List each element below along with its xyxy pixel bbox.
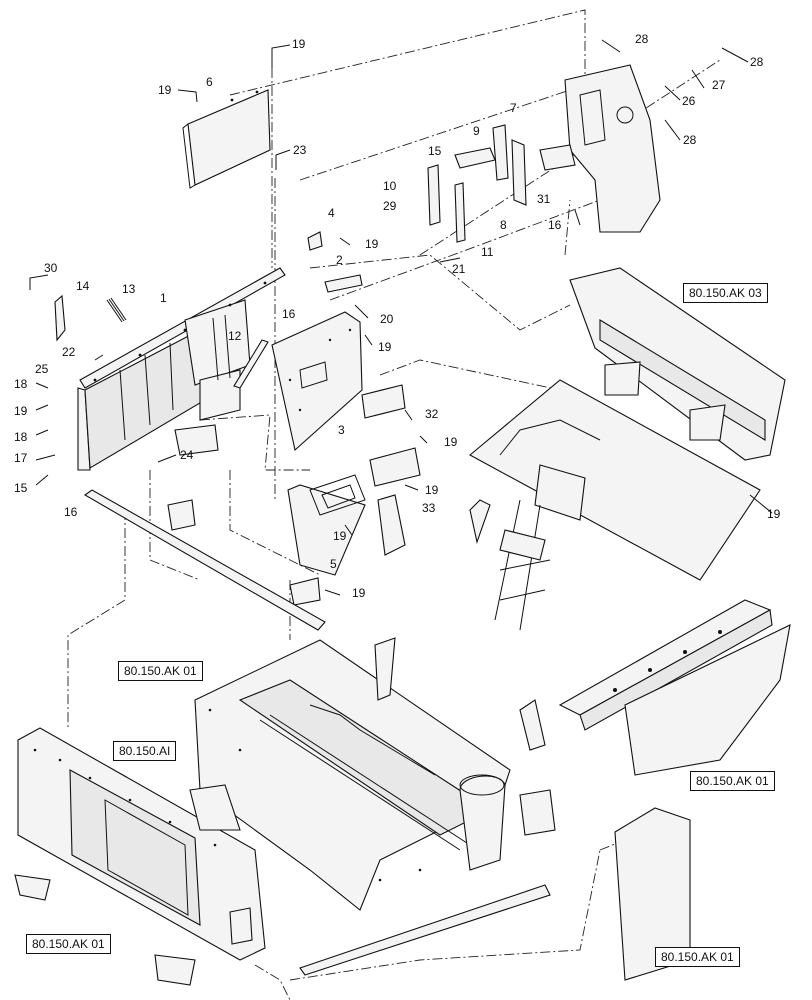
reference-box[interactable]: 80.150.AK 01	[690, 771, 775, 791]
part-14-bracket	[54, 294, 66, 342]
callout-30: 30	[44, 261, 58, 275]
step-assembly	[469, 267, 786, 631]
callout-19: 19	[158, 83, 172, 97]
top-right-bracket	[564, 64, 661, 233]
small-bracket-a	[289, 577, 321, 606]
callout-11: 11	[481, 245, 494, 259]
reference-box[interactable]: 80.150.AK 03	[683, 283, 768, 303]
callout-10: 10	[383, 179, 397, 193]
callout-26: 26	[682, 94, 696, 108]
callout-19: 19	[365, 237, 379, 251]
callout-numbers: 6 19 19 23 4 19 2 20 19 30 14 13 1 16 12…	[14, 32, 781, 600]
lower-frame	[189, 637, 556, 911]
right-side-panel	[624, 624, 791, 776]
part-7-strip	[492, 124, 509, 181]
callout-4: 4	[328, 206, 335, 220]
callout-27: 27	[712, 78, 726, 92]
callout-13: 13	[122, 282, 136, 296]
part-9-bracket	[454, 147, 496, 169]
callout-21: 21	[452, 262, 466, 276]
callout-15: 15	[14, 481, 28, 495]
callout-20: 20	[380, 312, 394, 326]
part-8-strip	[511, 139, 527, 206]
callout-23: 23	[293, 143, 307, 157]
callout-29: 29	[383, 199, 397, 213]
callout-17: 17	[14, 451, 28, 465]
part-32-panel-b	[369, 447, 421, 487]
part-3-panel	[271, 311, 363, 452]
callout-32: 32	[425, 407, 439, 421]
callout-12: 12	[228, 329, 242, 343]
part-12-bar	[233, 339, 269, 389]
callout-16: 16	[64, 505, 78, 519]
small-bracket-b	[167, 499, 196, 531]
callout-28: 28	[683, 133, 697, 147]
part-1-front-frame	[77, 267, 286, 471]
callout-19: 19	[333, 529, 347, 543]
callout-19: 19	[425, 483, 439, 497]
callout-19: 19	[14, 404, 28, 418]
reference-box[interactable]: 80.150.AK 01	[655, 947, 740, 967]
door-panel	[14, 727, 266, 986]
callout-14: 14	[76, 279, 90, 293]
assembly-lines	[67, 9, 721, 1000]
callout-2: 2	[336, 253, 343, 267]
part-13-spring	[106, 297, 127, 323]
leader-lines	[29, 39, 773, 596]
callout-28: 28	[635, 32, 649, 46]
lower-long-strip	[299, 884, 551, 976]
long-strip	[83, 489, 326, 631]
callout-8: 8	[500, 218, 507, 232]
part-33-panel	[377, 494, 406, 556]
right-beam	[558, 599, 773, 731]
callout-19: 19	[292, 37, 306, 51]
bottom-right-panel	[614, 807, 691, 981]
callout-3: 3	[338, 423, 345, 437]
part-10-strip	[427, 164, 441, 226]
callout-25: 25	[35, 362, 49, 376]
part-6-plate	[182, 89, 271, 189]
callout-19: 19	[378, 340, 392, 354]
part-11-strip	[454, 182, 466, 243]
part-2-bracket	[324, 274, 363, 293]
part-5-panel	[287, 474, 366, 576]
reference-box[interactable]: 80.150.AK 01	[26, 934, 111, 954]
callout-15: 15	[428, 144, 442, 158]
callout-19: 19	[767, 507, 781, 521]
callout-16: 16	[282, 307, 296, 321]
callout-19: 19	[352, 586, 366, 600]
callout-33: 33	[422, 501, 436, 515]
callout-5: 5	[330, 557, 337, 571]
callout-18: 18	[14, 430, 28, 444]
callout-9: 9	[473, 124, 480, 138]
callout-19: 19	[444, 435, 458, 449]
callout-7: 7	[510, 101, 517, 115]
callout-28: 28	[750, 55, 764, 69]
callout-6: 6	[206, 75, 213, 89]
callout-24: 24	[180, 448, 194, 462]
part-4-clip	[307, 231, 323, 251]
part-32-panel-a	[361, 384, 406, 419]
callout-31: 31	[537, 192, 551, 206]
reference-box[interactable]: 80.150.AI	[113, 741, 177, 761]
callout-22: 22	[62, 345, 76, 359]
callout-16: 16	[548, 218, 562, 232]
reference-box[interactable]: 80.150.AK 01	[118, 661, 203, 681]
callout-18: 18	[14, 377, 28, 391]
callout-1: 1	[160, 291, 167, 305]
part-31-bracket	[539, 144, 576, 171]
